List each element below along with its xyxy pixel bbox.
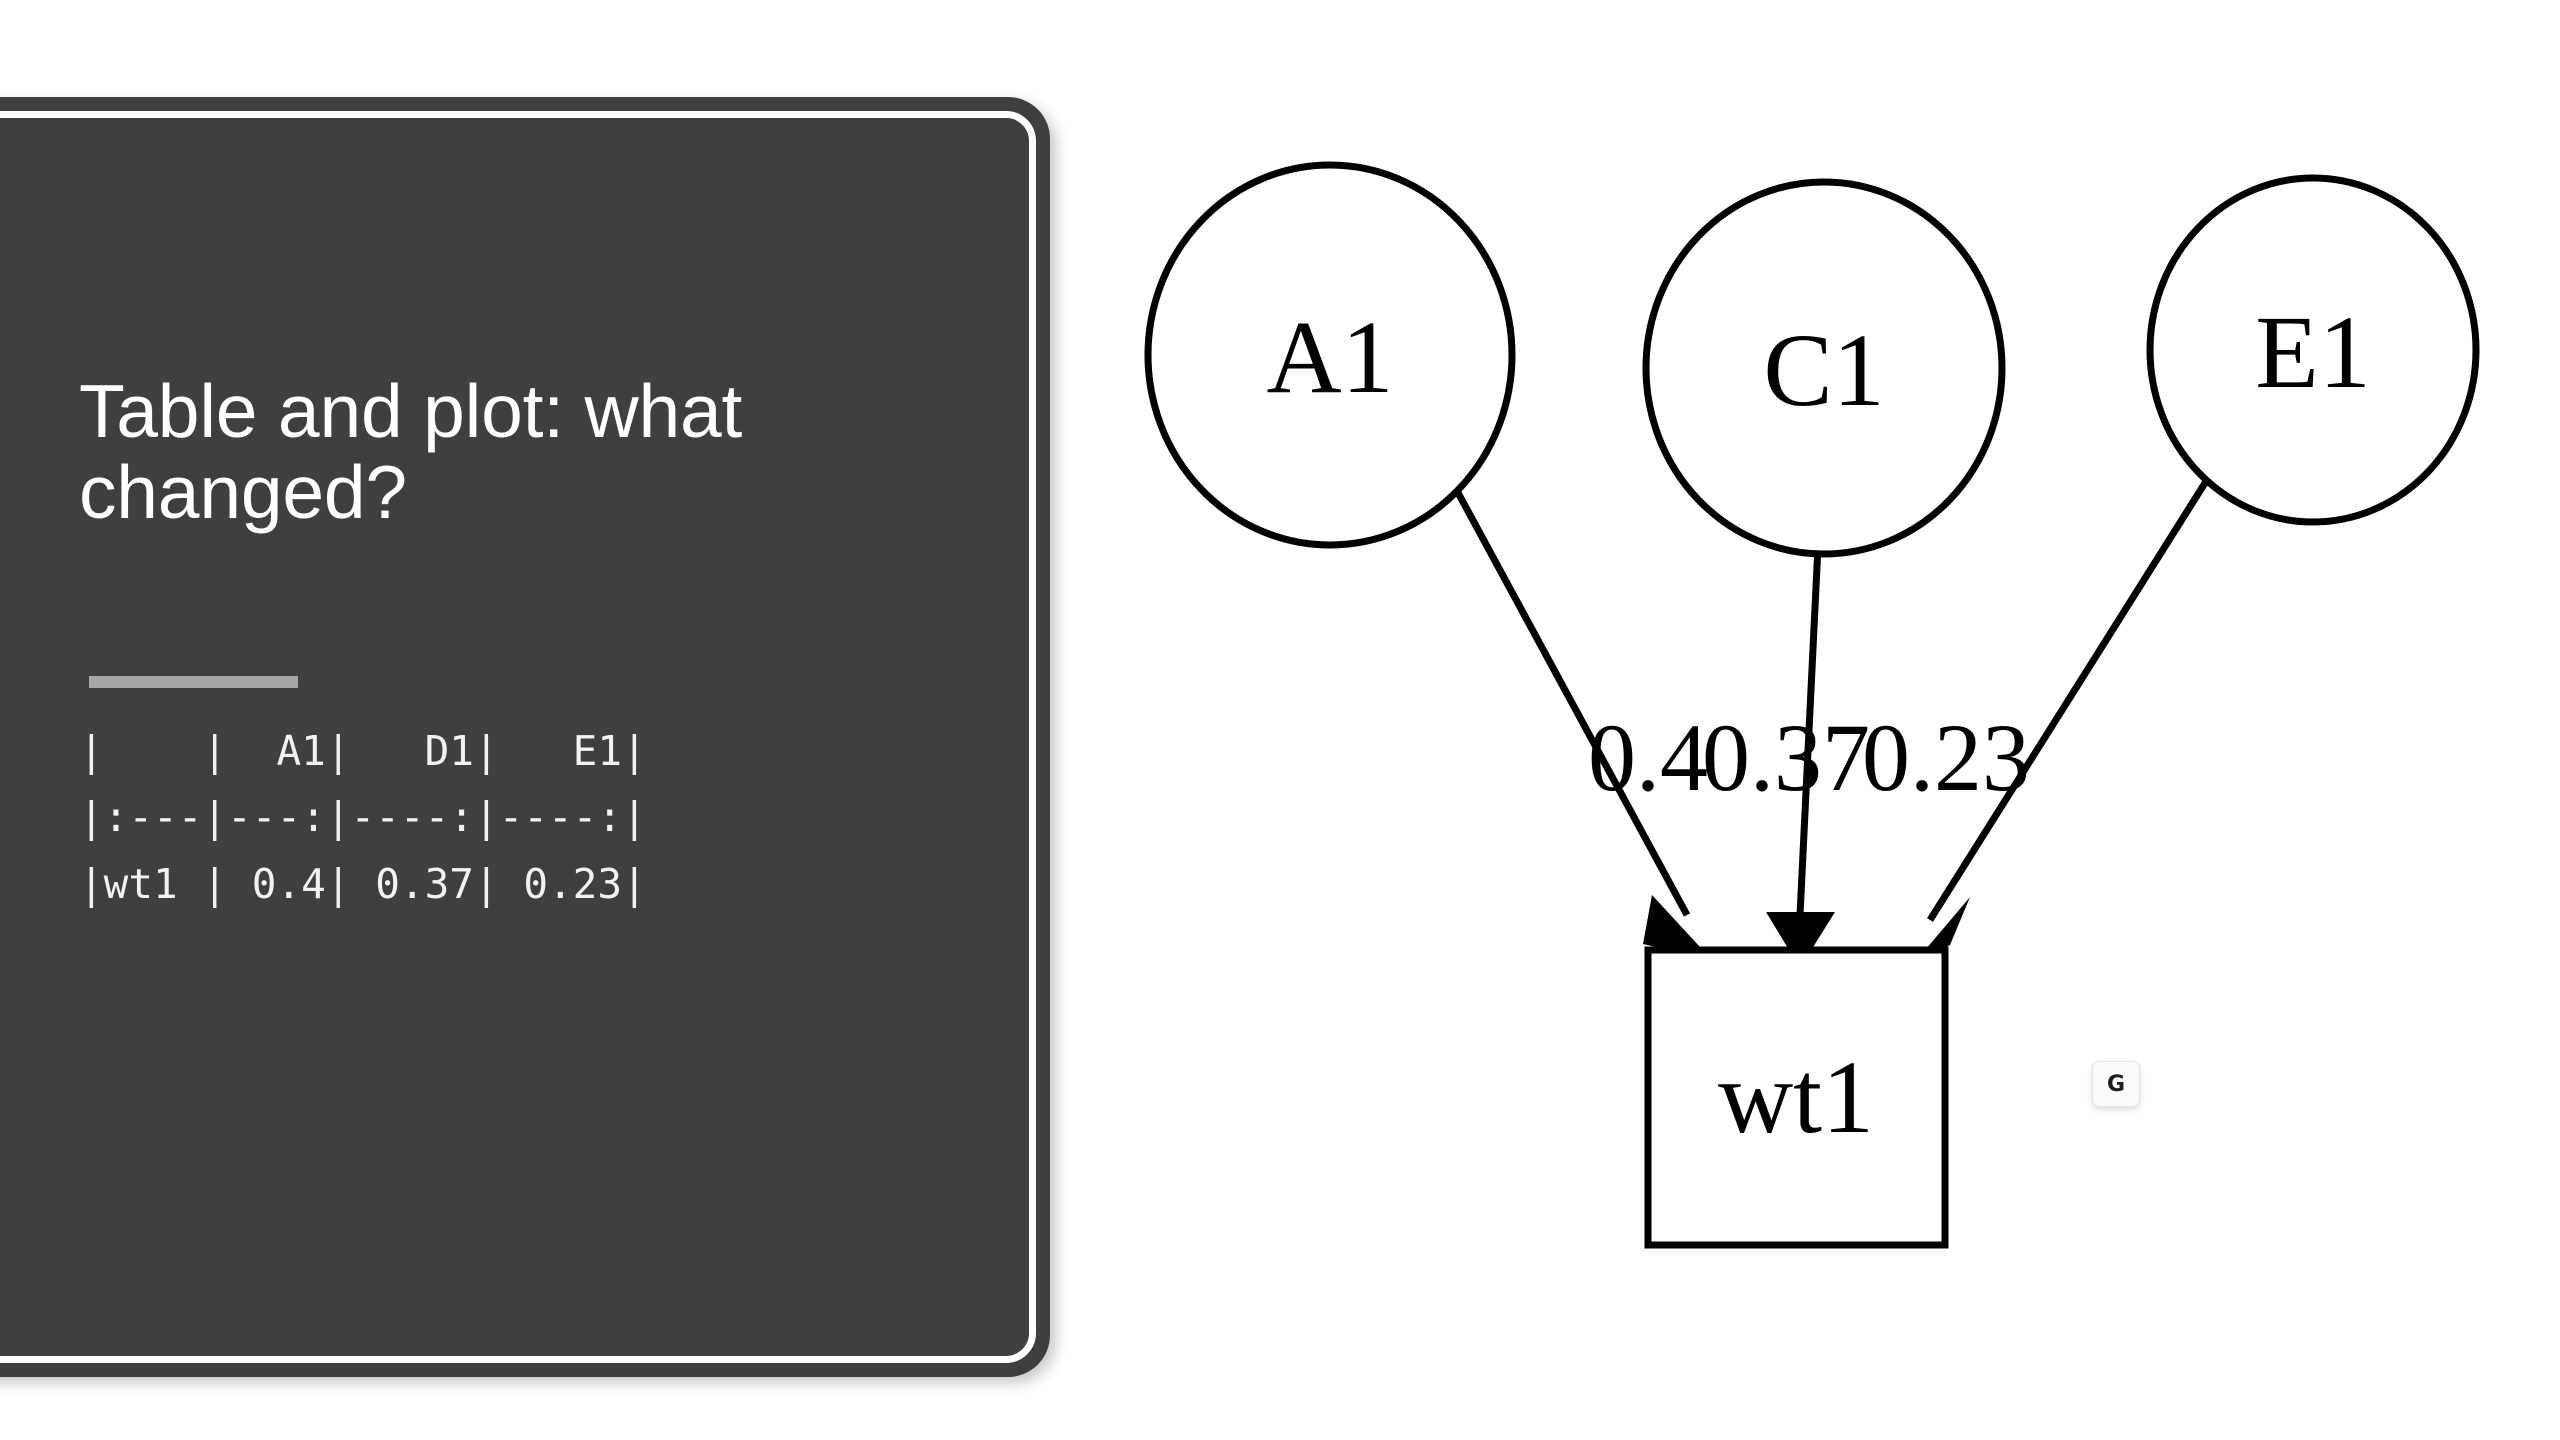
slide-panel-border xyxy=(0,111,1036,1363)
graph-node-label-a1: A1 xyxy=(1266,300,1393,415)
edge-c1-wt1 xyxy=(1766,545,1835,968)
graph-node-label-e1: E1 xyxy=(2255,295,2371,410)
graph-node-e1[interactable]: E1 xyxy=(2146,174,2480,526)
graph-node-a1[interactable]: A1 xyxy=(1144,161,1516,549)
arrowhead-icon xyxy=(1766,912,1835,968)
slide-panel: Table and plot: what changed? | | A1| D1… xyxy=(0,97,1050,1377)
title-divider xyxy=(89,676,298,688)
arrowhead-icon xyxy=(1643,895,1712,960)
edge-e1-wt1 xyxy=(1915,473,2213,962)
markdown-table-text: | | A1| D1| E1| |:---|---:|----:|----:| … xyxy=(79,727,647,908)
keyboard-key-badge[interactable]: G xyxy=(2092,1061,2140,1107)
edge-label-e1-wt1: 0.23 xyxy=(1862,704,2030,811)
arrowhead-icon xyxy=(1915,897,1970,962)
page-title: Table and plot: what changed? xyxy=(79,369,763,534)
graph-node-wt1[interactable]: wt1 xyxy=(1644,946,1949,1249)
graph-node-c1[interactable]: C1 xyxy=(1642,178,2006,558)
edge-label-c1-wt1: 0.37 xyxy=(1702,704,1870,811)
graph-node-label-c1: C1 xyxy=(1763,313,1884,428)
slide-panel-body: Table and plot: what changed? | | A1| D1… xyxy=(0,118,1029,1356)
edge-a1-wt1 xyxy=(1452,487,1712,960)
edge-label-a1-wt1: 0.4 xyxy=(1588,704,1708,811)
graph-node-label-wt1: wt1 xyxy=(1718,1040,1874,1155)
